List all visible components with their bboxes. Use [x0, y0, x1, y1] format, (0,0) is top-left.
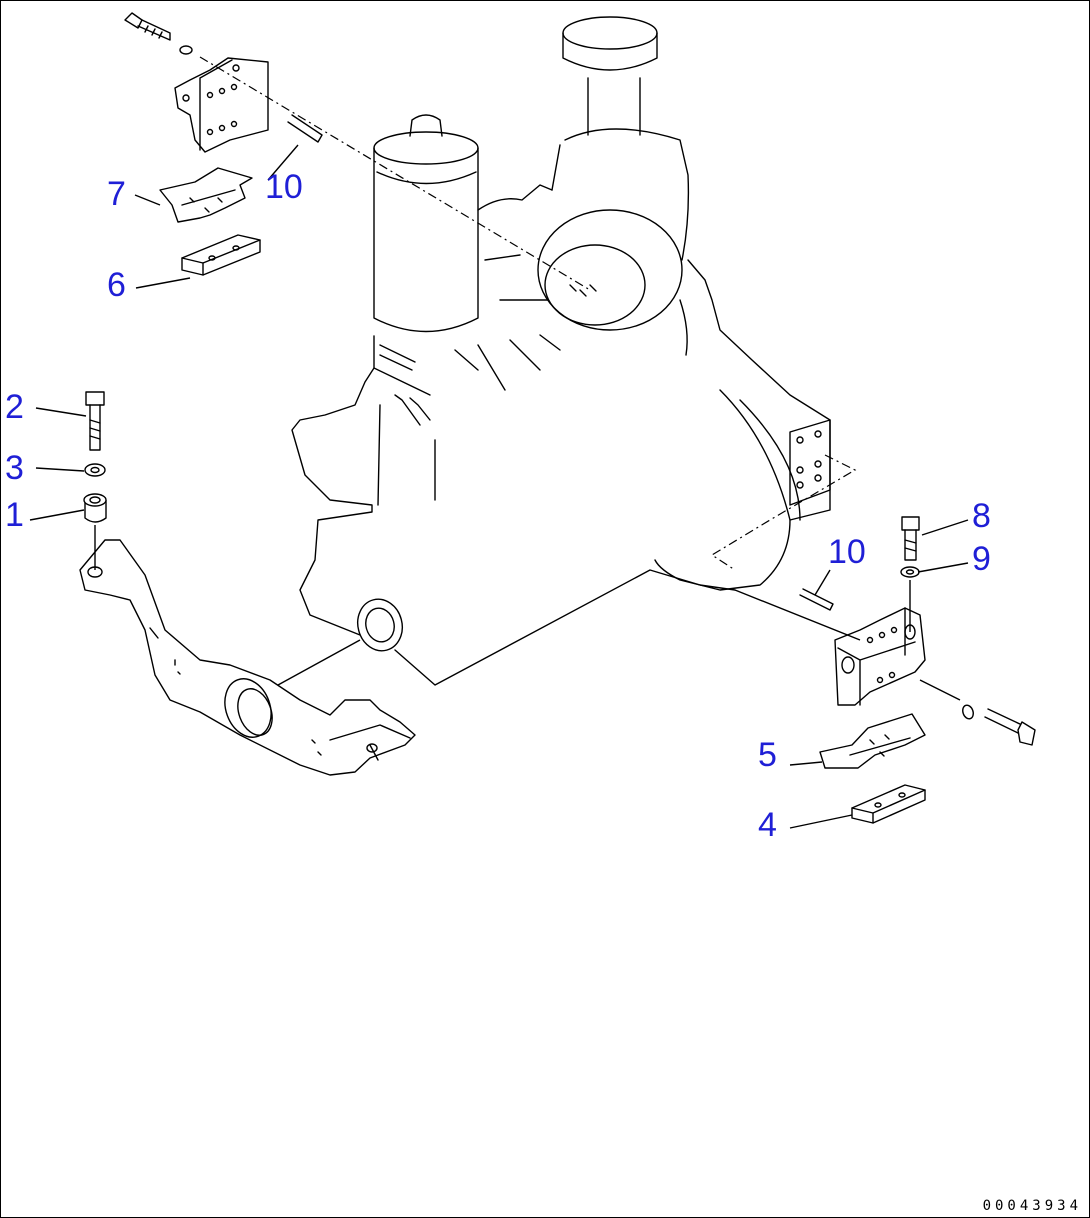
- shim-part-5: [819, 713, 926, 769]
- callout-10-lower: 10: [828, 533, 866, 571]
- callout-6: 6: [107, 266, 126, 304]
- callout-2: 2: [5, 388, 24, 426]
- front-support-bracket: [79, 539, 416, 776]
- plate-part-6: [181, 234, 261, 276]
- bolt-part-2: [85, 391, 105, 451]
- engine-assembly: [291, 16, 857, 686]
- callout-7: 7: [107, 175, 126, 213]
- cushion-part-1: [83, 493, 107, 570]
- rear-bracket-right: [734, 516, 1036, 746]
- plate-part-4: [851, 784, 926, 824]
- shim-part-7: [159, 167, 253, 223]
- callout-5: 5: [758, 736, 777, 774]
- callout-8: 8: [972, 497, 991, 535]
- rear-bracket-left: [124, 12, 591, 291]
- washer-part-3: [84, 463, 106, 477]
- leader-lines: [29, 144, 969, 829]
- callout-9: 9: [972, 540, 991, 578]
- drawing-number: 00043934: [982, 1198, 1082, 1214]
- callout-10-upper: 10: [265, 168, 303, 206]
- callout-4: 4: [758, 806, 777, 844]
- callout-3: 3: [5, 449, 24, 487]
- callout-1: 1: [5, 496, 24, 534]
